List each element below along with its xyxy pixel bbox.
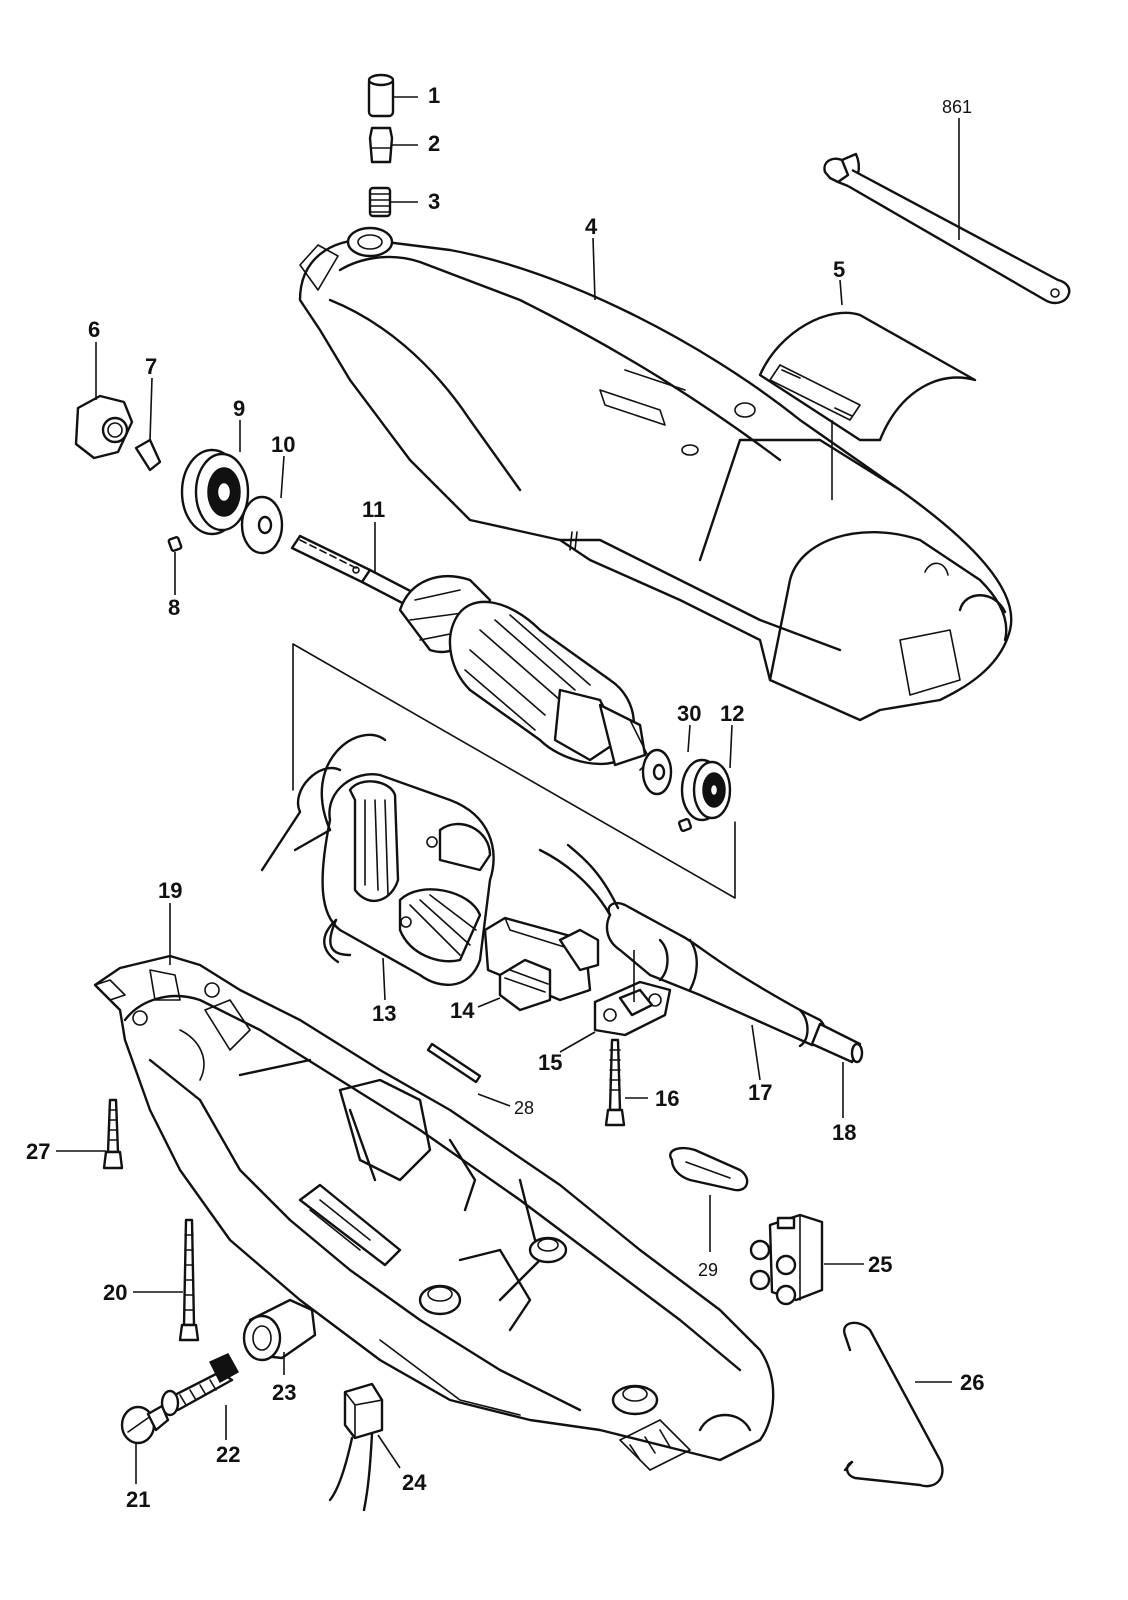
part-21-brush-cap-screw (120, 1404, 170, 1445)
part-2-collet (368, 126, 394, 164)
label-10: 10 (271, 432, 295, 457)
part-5-switch-cover (758, 311, 977, 442)
part-28-pin (426, 1042, 482, 1084)
part-16-screw (604, 1038, 626, 1127)
label-16: 16 (655, 1086, 679, 1111)
part-24-suppressor (328, 1382, 384, 1512)
part-labels: 1 2 3 4 5 861 6 7 9 10 8 11 30 12 19 13 … (26, 83, 984, 1512)
part-14-brush-holder (483, 916, 600, 1012)
label-26: 26 (960, 1370, 984, 1395)
label-1: 1 (428, 83, 440, 108)
part-8-pin (167, 536, 183, 552)
label-19: 19 (158, 878, 182, 903)
part-12-bearing (677, 758, 732, 833)
label-14: 14 (450, 998, 475, 1023)
label-13: 13 (372, 1001, 396, 1026)
part-23-brush-cap (242, 1298, 317, 1362)
label-11: 11 (362, 497, 385, 522)
label-29: 29 (698, 1260, 718, 1280)
label-3: 3 (428, 189, 440, 214)
label-23: 23 (272, 1380, 296, 1405)
label-17: 17 (748, 1080, 772, 1105)
label-12: 12 (720, 701, 744, 726)
part-11-armature (290, 534, 651, 771)
cord-wires (538, 843, 620, 917)
label-7: 7 (145, 354, 157, 379)
label-21: 21 (126, 1487, 150, 1512)
label-20: 20 (103, 1280, 127, 1305)
part-1-cap (367, 73, 395, 118)
part-29-grommet (669, 1146, 749, 1192)
label-30: 30 (677, 701, 701, 726)
part-13-field-coil (260, 733, 495, 987)
part-25-terminal-block (749, 1213, 824, 1306)
part-30-washer (641, 748, 673, 796)
part-9-bearing (180, 448, 250, 536)
label-6: 6 (88, 317, 100, 342)
part-15-cable-clamp (593, 980, 672, 1037)
part-6-nut (74, 394, 134, 460)
label-28: 28 (514, 1098, 534, 1118)
label-4: 4 (585, 214, 598, 239)
assembly-guide-lines (292, 643, 736, 899)
part-22-carbon-brush (160, 1353, 240, 1417)
label-22: 22 (216, 1442, 240, 1467)
label-18: 18 (832, 1120, 856, 1145)
part-7-tip (134, 438, 162, 472)
part-17-strain-relief (605, 901, 827, 1048)
part-18-power-cord (810, 1022, 864, 1064)
label-15: 15 (538, 1050, 562, 1075)
part-20-screw (178, 1218, 200, 1342)
label-9: 9 (233, 396, 245, 421)
label-24: 24 (402, 1470, 427, 1495)
part-19-lower-housing (93, 954, 775, 1471)
part-27-screw (102, 1098, 124, 1170)
leader-lines (56, 96, 960, 1484)
label-25: 25 (868, 1252, 892, 1277)
label-2: 2 (428, 131, 440, 156)
label-27: 27 (26, 1139, 50, 1164)
part-4-upper-housing (298, 226, 1013, 722)
part-861-wrench (823, 152, 1071, 305)
label-8: 8 (168, 595, 180, 620)
label-861: 861 (942, 97, 972, 117)
part-26-spring-clip (842, 1321, 944, 1488)
part-10-washer (240, 495, 284, 555)
label-5: 5 (833, 257, 845, 282)
part-3-spring (368, 186, 392, 218)
